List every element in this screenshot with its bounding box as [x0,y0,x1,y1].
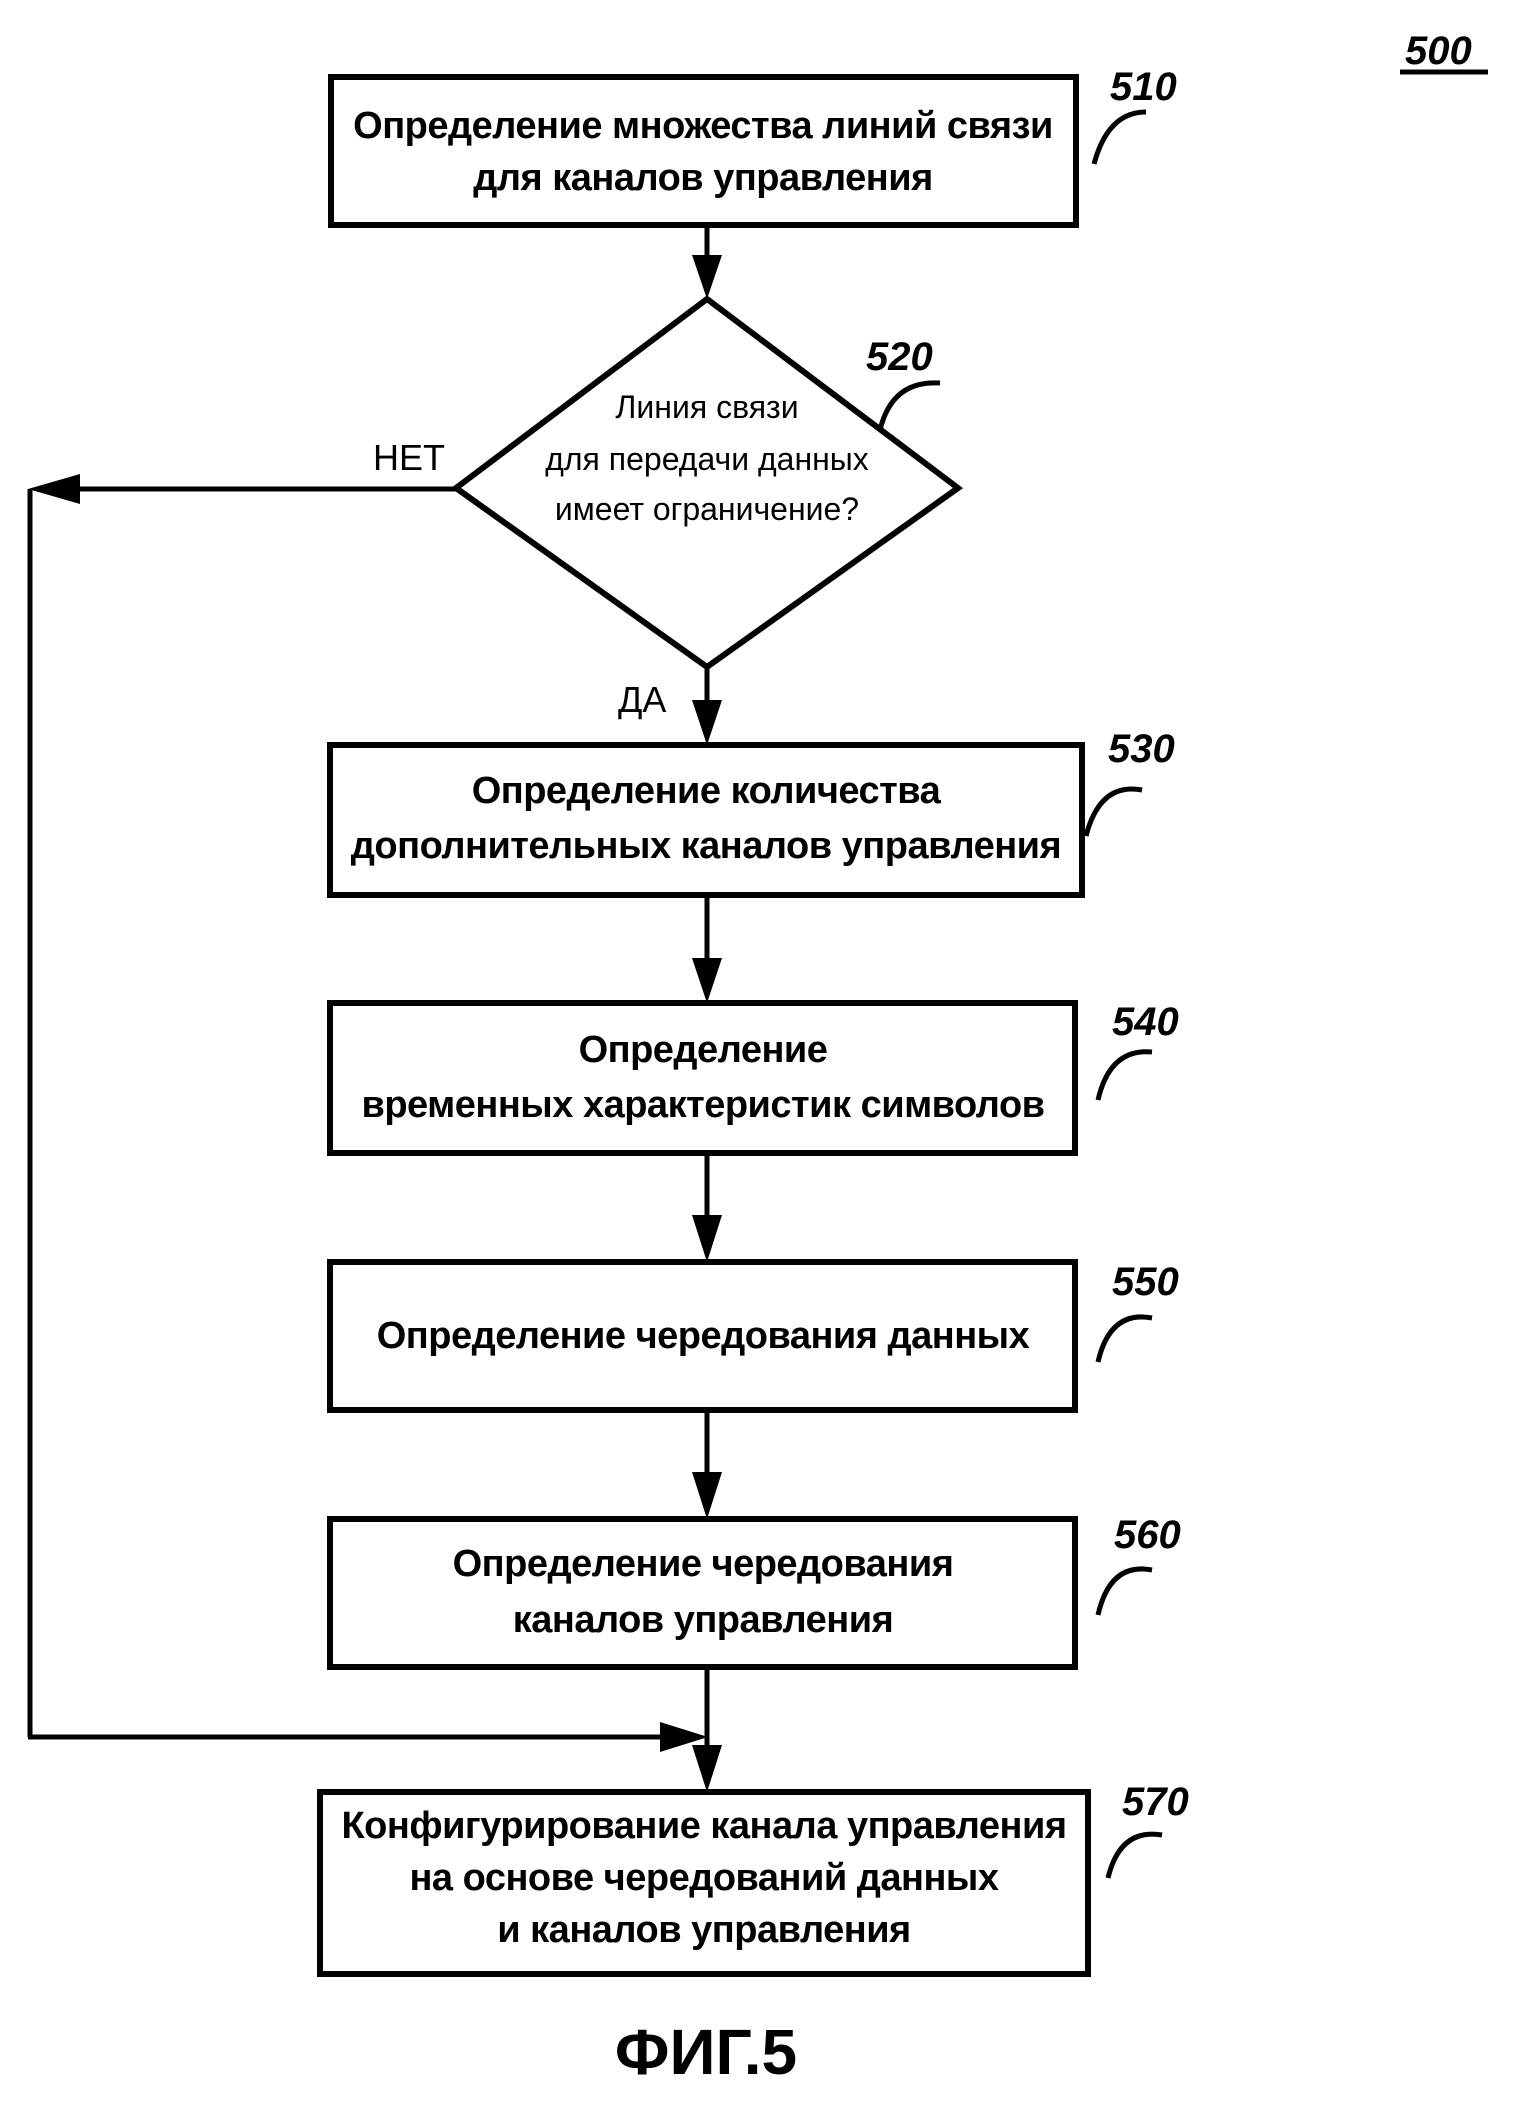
step-550-box [327,1259,1078,1413]
step-520: Линия связи для передачи данных имеет ог… [450,295,964,671]
step-570-leader [1105,1831,1163,1879]
step-520-ref: 520 [866,335,933,379]
step-530-ref: 530 [1108,727,1175,771]
figure-caption: ФИГ.5 [615,2016,797,2088]
step-560-leader [1095,1566,1153,1616]
step-520-line-3: имеет ограничение? [555,491,859,527]
step-530-line-1: Определение количества [472,770,942,812]
step-560: Определение чередования каналов управлен… [327,1513,1181,1670]
step-550: Определение чередования данных 550 [327,1259,1179,1413]
step-560-ref: 560 [1114,1513,1181,1557]
step-510-line-2: для каналов управления [473,157,933,199]
step-560-line-1: Определение чередования [453,1543,954,1585]
branch-yes-label: ДА [618,679,666,720]
branch-no-arrowhead [28,474,80,504]
step-530-box [327,742,1085,898]
step-520-line-1: Линия связи [615,389,798,425]
step-540-leader [1095,1049,1153,1101]
branch-no-label: НЕТ [373,437,445,478]
step-550-line-1: Определение чередования данных [377,1315,1030,1357]
step-520-line-2: для передачи данных [545,441,869,477]
step-540-ref: 540 [1112,1000,1179,1044]
step-540-line-1: Определение [579,1029,828,1071]
arrow-530-to-540 [692,895,722,1003]
step-560-line-2: каналов управления [513,1599,894,1641]
step-510-box [328,74,1079,228]
branch-no-merge-arrowhead [660,1722,708,1752]
step-570-box [317,1789,1091,1977]
step-540-line-2: временных характеристик символов [361,1084,1044,1126]
step-570-line-2: на основе чередований данных [409,1857,998,1899]
step-530-line-2: дополнительных каналов управления [351,825,1061,867]
step-520-leader [877,380,941,431]
arrow-550-to-560 [692,1410,722,1519]
step-540-box [327,1000,1078,1156]
step-570-ref: 570 [1122,1780,1189,1824]
branch-yes: ДА [618,667,722,745]
step-540: Определение временных характеристик симв… [327,1000,1179,1156]
step-510: Определение множества линий связи для ка… [328,65,1177,228]
step-530-leader [1083,786,1143,837]
arrow-560-to-570 [692,1667,722,1792]
arrow-540-to-550 [692,1153,722,1262]
step-550-ref: 550 [1112,1260,1179,1304]
step-510-leader [1091,109,1147,165]
arrow-510-to-520 [692,225,722,299]
step-570-line-3: и каналов управления [497,1909,910,1951]
step-570: Конфигурирование канала управления на ос… [317,1780,1189,1977]
step-530: Определение количества дополнительных ка… [327,727,1175,898]
step-570-line-1: Конфигурирование канала управления [341,1805,1066,1847]
step-560-box [327,1516,1078,1670]
step-510-ref: 510 [1110,65,1177,109]
step-550-leader [1095,1314,1153,1363]
step-510-line-1: Определение множества линий связи [353,105,1053,147]
branch-no: НЕТ [27,437,708,1752]
figure-number: 500 [1405,29,1472,73]
